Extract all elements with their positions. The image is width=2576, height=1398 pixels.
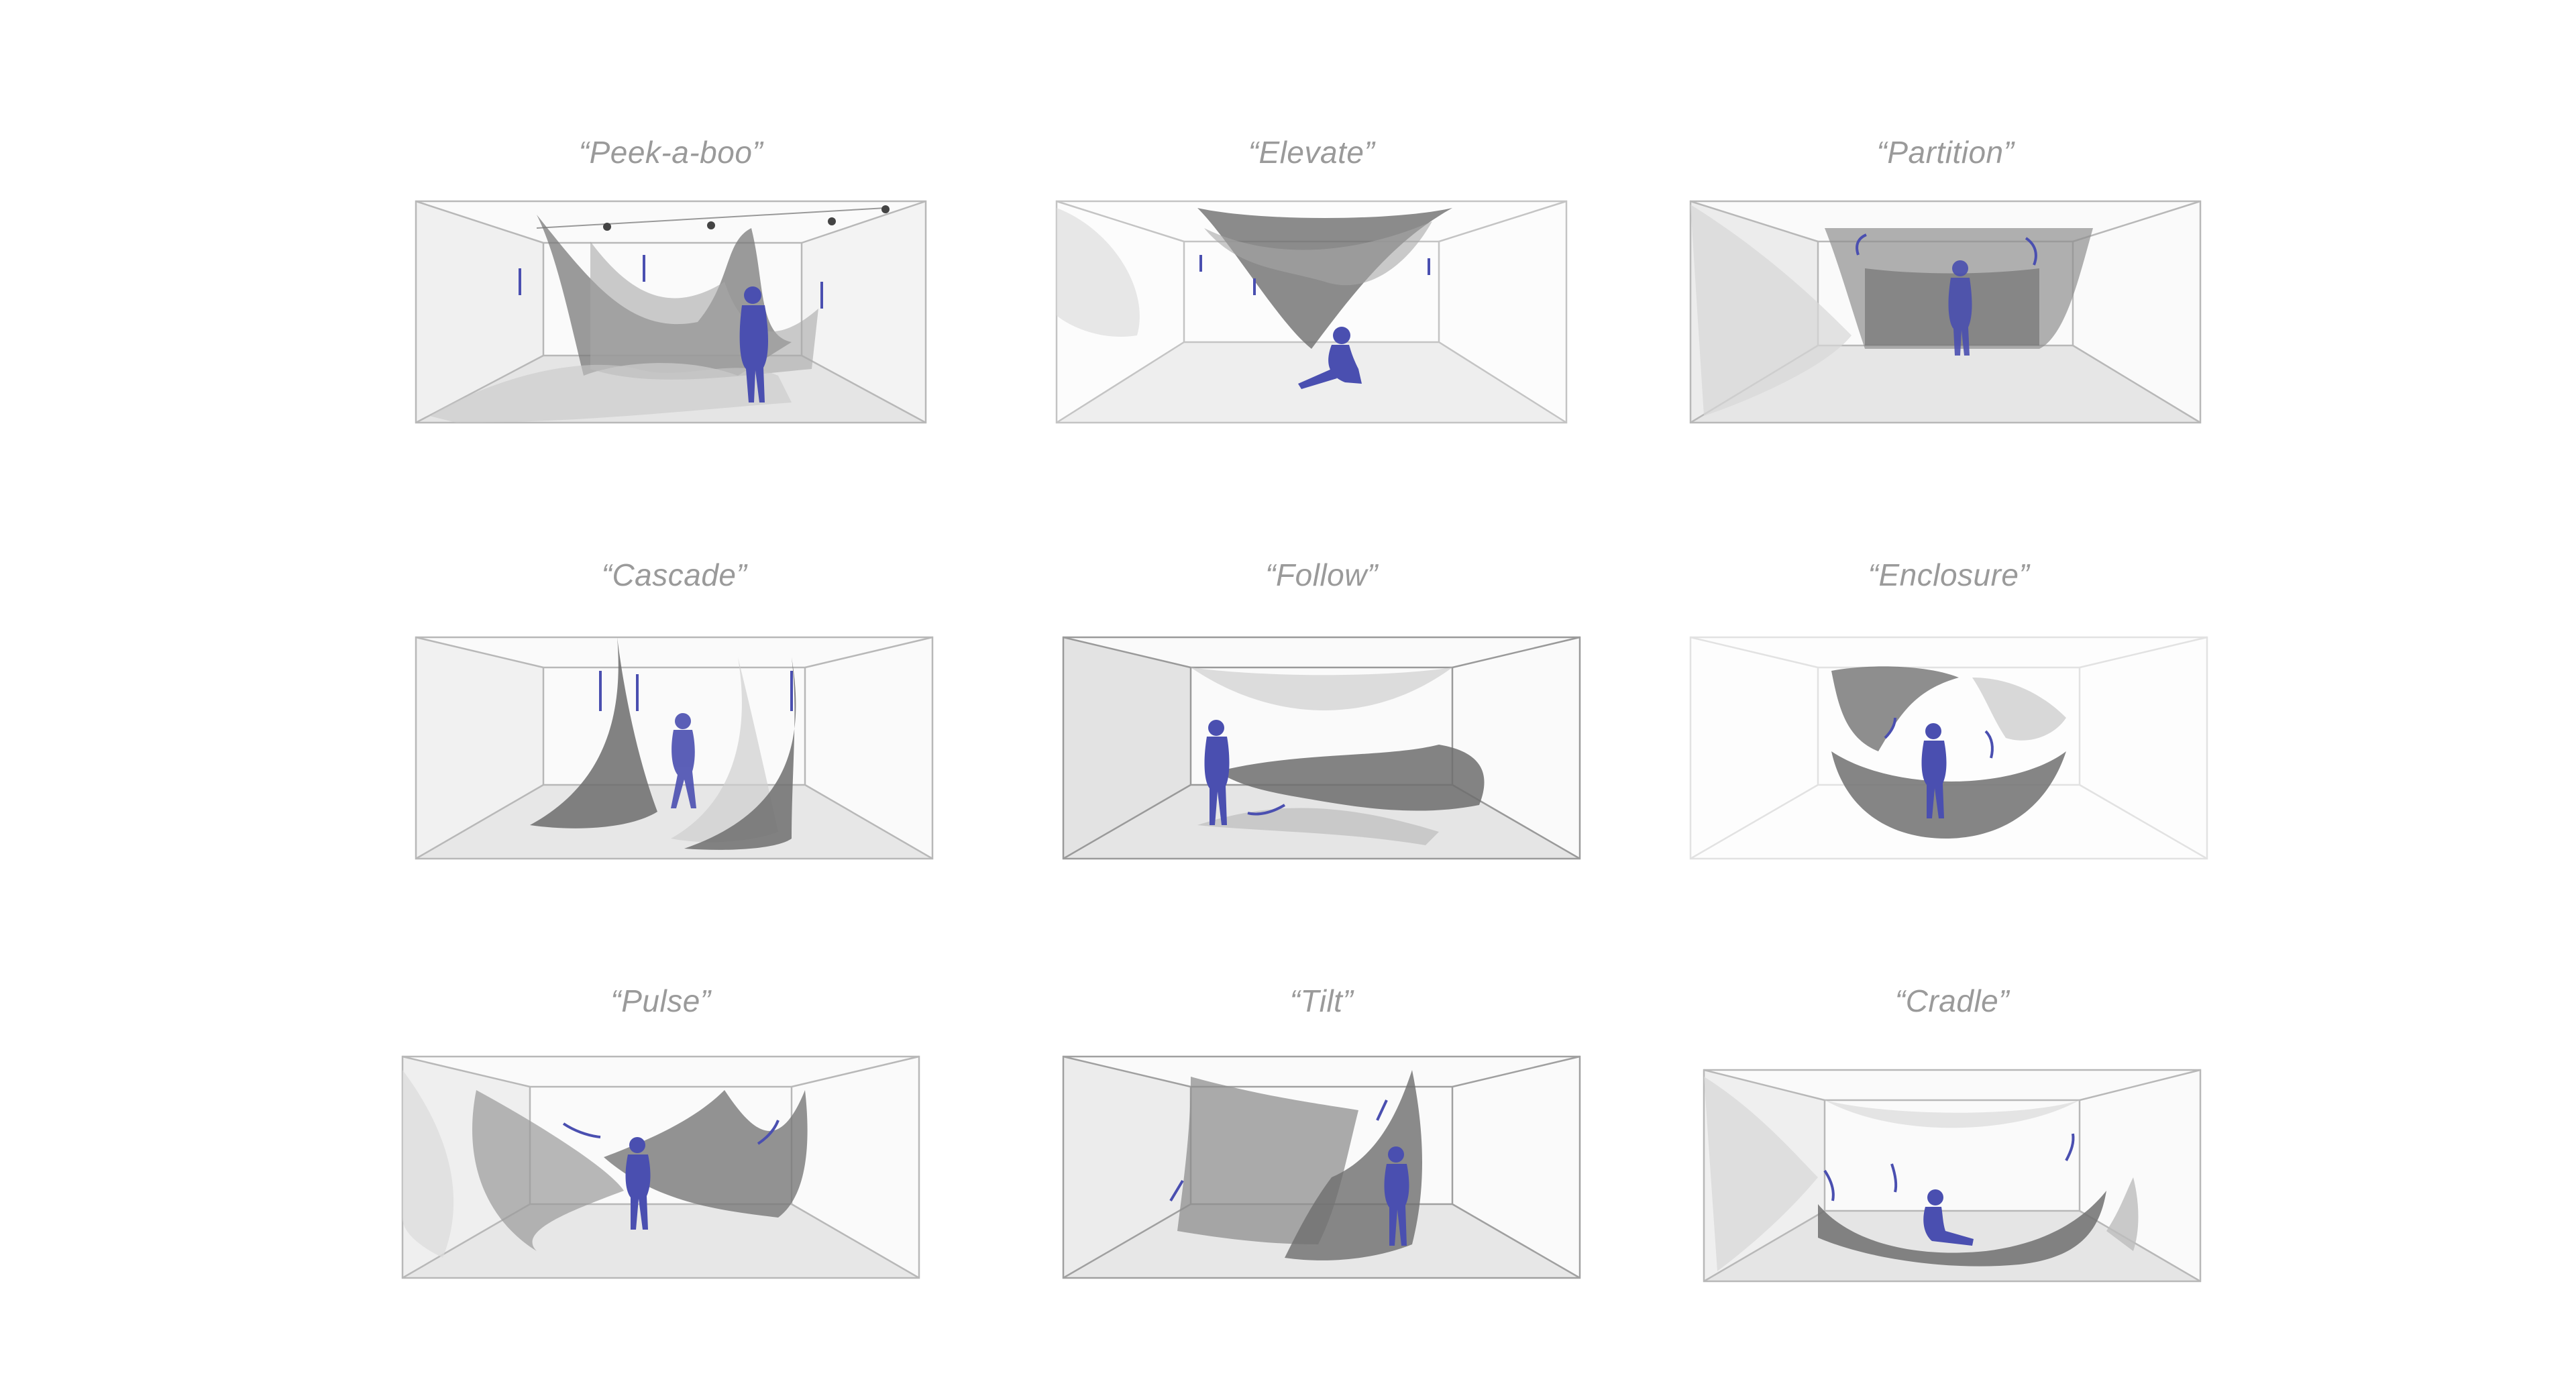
- panel-title: “Cascade”: [601, 557, 747, 592]
- panel-cascade: “Cascade”: [415, 557, 934, 865]
- panel-peek-a-boo: “Peek-a-boo”: [415, 134, 927, 429]
- panel-title: “Pulse”: [610, 983, 711, 1018]
- move-arrow-icon: [1884, 717, 1994, 759]
- panel-title: “Peek-a-boo”: [578, 135, 763, 170]
- room-illustration: [401, 1055, 920, 1279]
- room-illustration: [1055, 200, 1568, 424]
- move-arrow-icon: [1823, 1133, 2075, 1201]
- panel-follow: “Follow”: [1062, 557, 1581, 865]
- person-silhouette: [739, 286, 768, 402]
- room-illustration: [1703, 1069, 2202, 1283]
- room-illustration: [415, 200, 927, 424]
- move-arrow-icon: [1199, 255, 1430, 295]
- room-illustration: [1689, 636, 2208, 860]
- move-arrow-icon: [519, 255, 823, 309]
- panel-partition: “Partition”: [1689, 134, 2202, 429]
- person-silhouette: [1384, 1146, 1409, 1246]
- move-arrow-icon: [599, 671, 793, 711]
- panel-title: “Tilt”: [1289, 983, 1354, 1018]
- move-arrow-icon: [1247, 804, 1286, 816]
- person-silhouette: [671, 713, 696, 808]
- room-illustration: [1062, 636, 1581, 860]
- move-arrow-icon: [1169, 1099, 1388, 1202]
- room-illustration: [1689, 200, 2202, 424]
- person-silhouette: [1948, 260, 1972, 356]
- panel-elevate: “Elevate”: [1055, 134, 1568, 429]
- panel-pulse: “Pulse”: [401, 983, 920, 1291]
- panel-tilt: “Tilt”: [1062, 983, 1581, 1291]
- room-illustration: [415, 636, 934, 860]
- person-silhouette: [1923, 1189, 1974, 1246]
- panel-cradle: “Cradle”: [1703, 983, 2202, 1291]
- panel-title: “Follow”: [1265, 557, 1378, 592]
- room-illustration: [1062, 1055, 1581, 1279]
- panel-title: “Elevate”: [1248, 135, 1375, 170]
- person-silhouette: [1921, 723, 1947, 818]
- panel-title: “Enclosure”: [1868, 557, 2030, 592]
- person-silhouette: [1298, 327, 1362, 389]
- panel-title: “Cradle”: [1894, 983, 2010, 1018]
- person-silhouette: [1204, 720, 1230, 825]
- panel-title: “Partition”: [1876, 135, 2015, 170]
- person-silhouette: [625, 1137, 651, 1230]
- panel-enclosure: “Enclosure”: [1689, 557, 2208, 865]
- move-arrow-icon: [562, 1120, 780, 1145]
- move-arrow-icon: [1856, 233, 2037, 266]
